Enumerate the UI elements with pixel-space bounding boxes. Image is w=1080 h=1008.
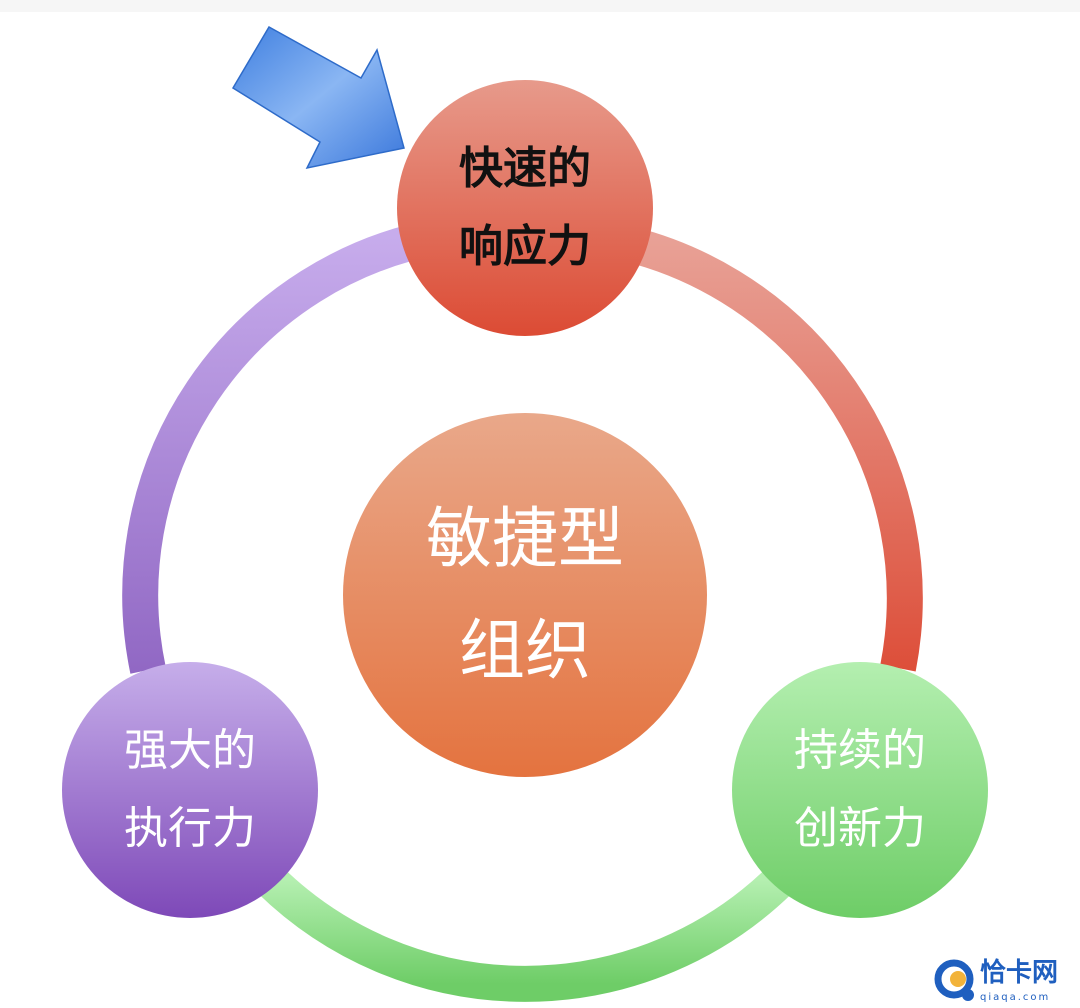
node-center-line2: 组织 <box>459 612 591 689</box>
node-left-line2: 执行力 <box>124 803 256 854</box>
watermark-text: 恰卡网 qiaqa.com <box>980 957 1058 1005</box>
arc-left-to-top <box>122 218 444 674</box>
node-top-circle <box>397 80 653 336</box>
node-center-line1: 敏捷型 <box>426 500 624 577</box>
watermark-logo: 恰卡网 qiaqa.com <box>932 956 1078 1006</box>
watermark-subtitle: qiaqa.com <box>980 992 1051 1003</box>
node-right-line1: 持续的 <box>794 725 926 776</box>
top-bar <box>0 0 1080 12</box>
node-top-label: 快速的 响应力 <box>397 80 653 336</box>
arc-bottom <box>257 867 793 1002</box>
node-right-circle <box>732 662 988 918</box>
arrow-icon <box>231 25 405 170</box>
node-left-line1: 强大的 <box>124 725 256 776</box>
node-top-line2: 响应力 <box>459 221 591 272</box>
node-left-label: 强大的 执行力 <box>62 662 318 918</box>
node-center-circle <box>343 413 707 777</box>
node-right-label: 持续的 创新力 <box>732 662 988 918</box>
arc-top-to-right <box>597 220 923 672</box>
node-center-label: 敏捷型 组织 <box>343 413 707 777</box>
watermark-q-icon <box>934 959 974 1001</box>
node-left-circle <box>62 662 318 918</box>
node-right-line2: 创新力 <box>794 803 926 854</box>
node-top-line1: 快速的 <box>459 143 591 194</box>
watermark-title: 恰卡网 <box>980 958 1059 988</box>
